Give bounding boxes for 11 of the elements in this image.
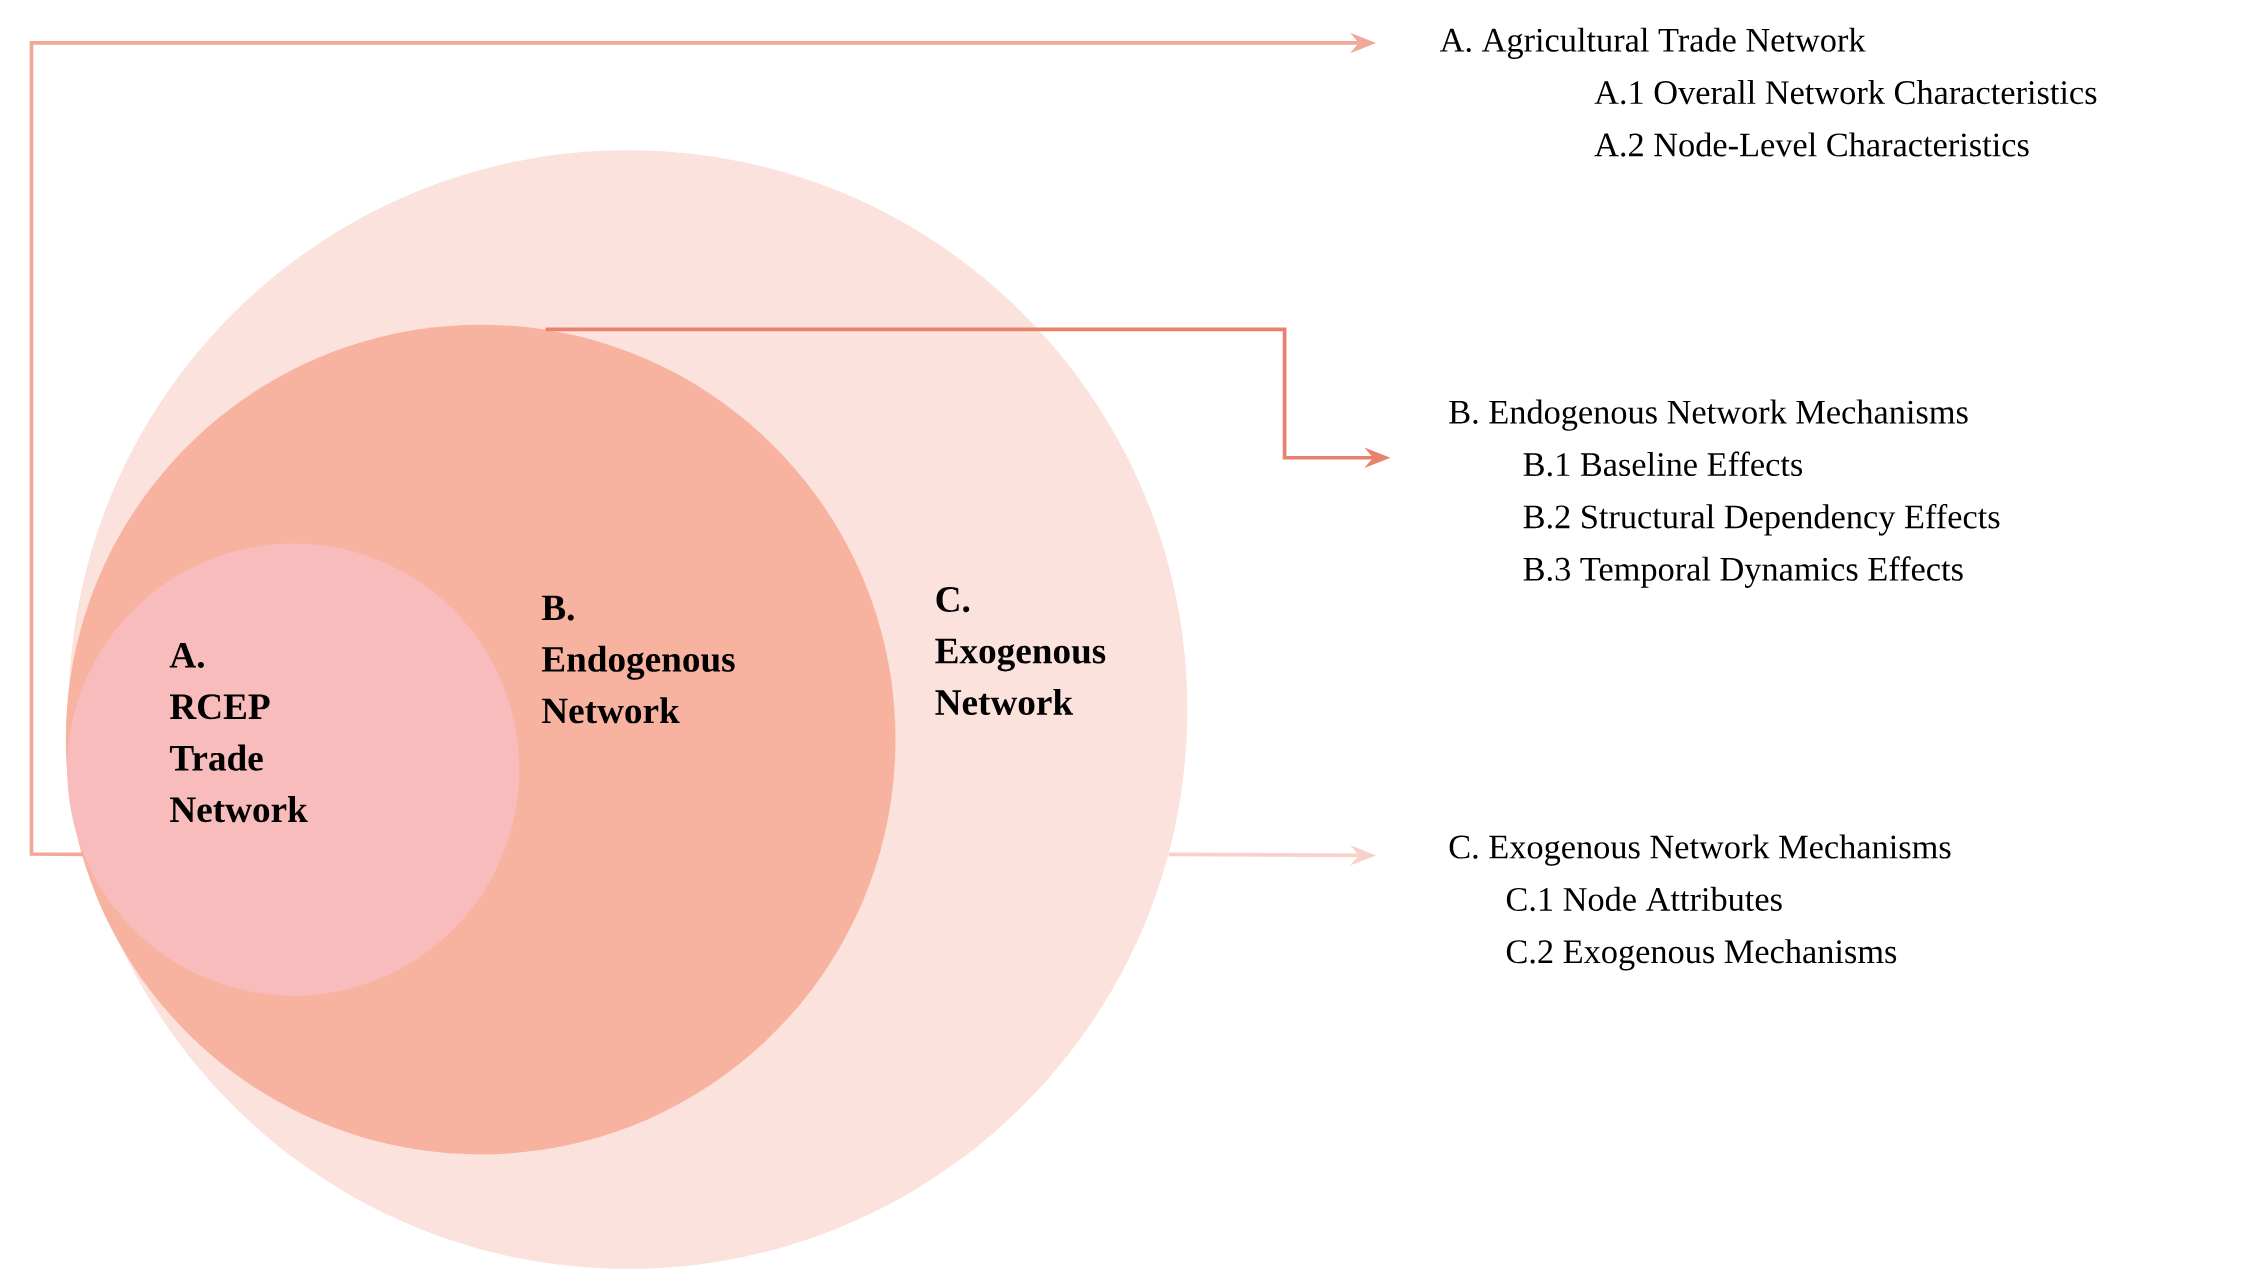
- list-item: A.1 Overall Network Characteristics: [1594, 79, 2097, 105]
- heading: B. Endogenous Network Mechanisms: [1449, 399, 1968, 431]
- list-item: A.2 Node-Level Characteristics: [1594, 132, 2029, 157]
- list-item: B.3 Temporal Dynamics Effects: [1523, 556, 1963, 588]
- list-item: B.1 Baseline Effects: [1523, 451, 1803, 477]
- list-item: C.2 Exogenous Mechanisms: [1506, 939, 1897, 971]
- list-item: B.2 Structural Dependency Effects: [1523, 503, 2000, 536]
- list-item: C.1 Node Attributes: [1506, 886, 1782, 911]
- heading: A. Agricultural Trade Network: [1439, 27, 1866, 59]
- circle-region: A. RCEP Trade Network: [67, 543, 520, 996]
- heading: C. Exogenous Network Mechanisms: [1449, 834, 1951, 866]
